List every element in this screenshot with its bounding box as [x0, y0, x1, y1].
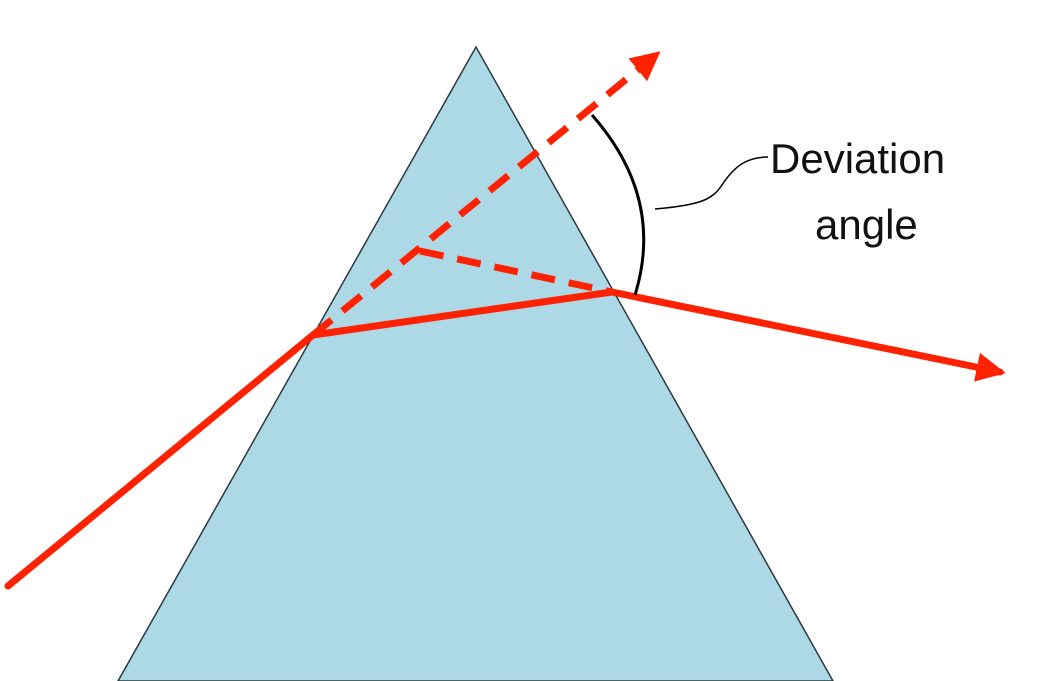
deviation-label-line1: Deviation	[770, 135, 946, 182]
label-leader-line	[654, 156, 769, 210]
emergent-back-extension-dashed	[419, 247, 613, 296]
prism-triangle	[117, 45, 834, 681]
deviation-label-line2: angle	[815, 201, 918, 248]
incident-ray	[4, 331, 317, 590]
emergent-ray	[608, 288, 1006, 382]
refracted-ray	[309, 288, 616, 339]
deviation-angle-arc	[590, 114, 646, 296]
